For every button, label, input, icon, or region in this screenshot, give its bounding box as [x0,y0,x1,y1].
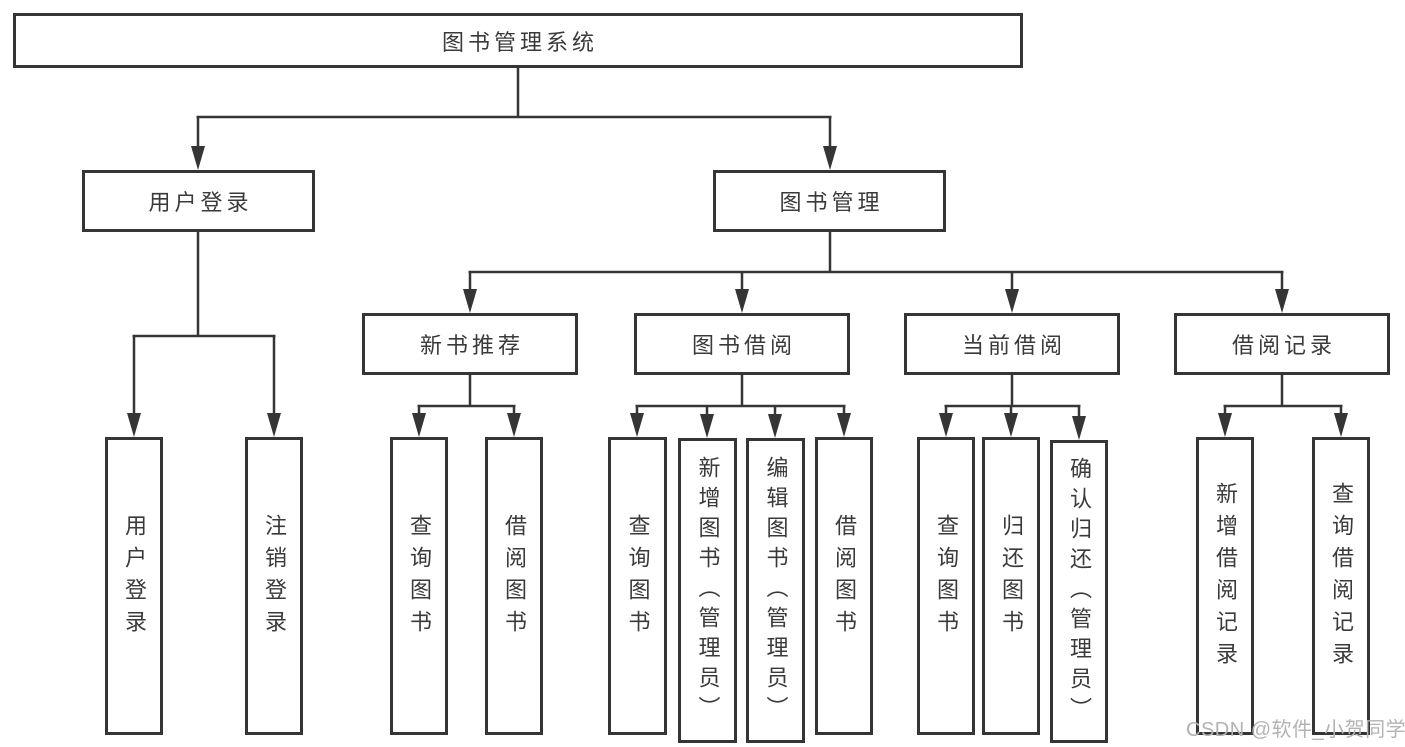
leaf-add-books-admin: 新增图书（管理员） [678,438,737,743]
leaf-query-books-current: 查询图书 [917,437,975,735]
leaf-borrow-books-recommend: 借阅图书 [485,437,543,735]
leaf-user-login: 用户登录 [105,437,163,735]
node-current-borrowing: 当前借阅 [904,313,1120,375]
node-new-book-recommend: 新书推荐 [362,313,578,375]
leaf-edit-books-admin: 编辑图书（管理员） [746,438,805,743]
leaf-return-books: 归还图书 [982,437,1040,735]
leaf-logout-login: 注销登录 [245,437,303,735]
node-book-management-branch: 图书管理 [713,170,946,232]
node-library-management-system: 图书管理系统 [13,13,1023,68]
node-user-login-branch: 用户登录 [82,170,315,232]
leaf-add-borrow-record: 新增借阅记录 [1196,437,1254,735]
leaf-query-books-borrowing: 查询图书 [608,437,667,735]
arrowhead-icons [127,146,1348,440]
node-borrowing-records: 借阅记录 [1174,313,1390,375]
csdn-watermark: CSDN @软件_小贺同学 [1186,719,1405,741]
leaf-confirm-return-admin: 确认归还（管理员） [1050,440,1108,743]
leaf-borrow-books-borrowing: 借阅图书 [815,437,873,735]
node-book-borrowing: 图书借阅 [634,313,850,375]
leaf-query-borrow-record: 查询借阅记录 [1312,437,1370,735]
leaf-query-books-recommend: 查询图书 [390,437,448,735]
